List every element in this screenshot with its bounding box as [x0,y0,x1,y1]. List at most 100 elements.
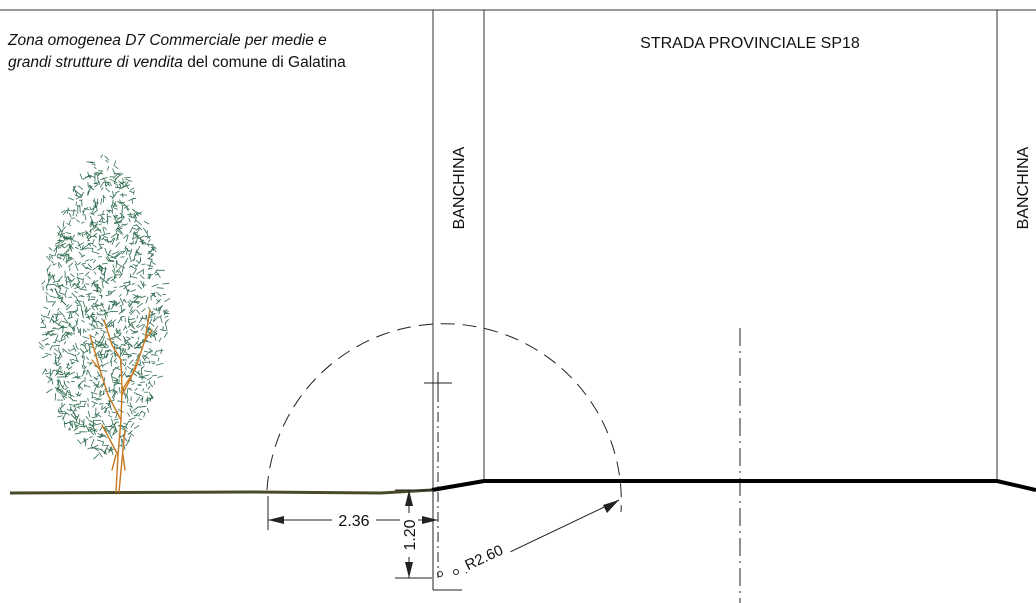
foliage-stroke [99,235,102,241]
foliage-stroke [58,347,60,353]
foliage-stroke [101,383,105,388]
foliage-stroke [82,369,85,374]
foliage-stroke [92,267,96,271]
foliage-stroke [104,240,111,243]
foliage-stroke [45,285,48,291]
foliage-stroke [163,310,169,315]
foliage-stroke [145,296,149,304]
foliage-stroke [68,237,73,240]
pivot-circle-2 [453,569,459,575]
foliage-stroke [58,292,66,296]
foliage-stroke [77,329,80,334]
foliage-stroke [113,429,118,433]
foliage-stroke [89,229,92,234]
foliage-stroke [151,374,157,377]
foliage-stroke [114,360,118,364]
foliage-stroke [132,406,139,412]
foliage-stroke [112,278,116,283]
foliage-stroke [110,237,115,244]
foliage-stroke [60,297,64,303]
foliage-stroke [98,451,103,458]
foliage-stroke [115,301,121,307]
foliage-stroke [126,366,134,371]
foliage-stroke [45,388,53,394]
foliage-stroke [121,343,126,347]
foliage-stroke [93,234,98,238]
foliage-stroke [96,226,102,234]
foliage-stroke [57,253,63,257]
foliage-stroke [65,243,70,248]
foliage-stroke [76,406,81,409]
foliage-stroke [83,207,90,211]
foliage-stroke [112,257,117,260]
foliage-stroke [57,229,61,237]
foliage-stroke [94,228,100,232]
foliage-stroke [82,350,84,358]
foliage-stroke [101,262,108,265]
foliage-stroke [56,282,61,290]
foliage-stroke [91,393,94,398]
foliage-stroke [83,402,86,406]
foliage-stroke [91,444,99,450]
foliage-stroke [115,190,120,194]
foliage-stroke [94,377,99,380]
foliage-stroke [97,246,103,251]
foliage-stroke [82,301,86,308]
foliage-stroke [109,289,116,294]
zone-description: Zona omogenea D7 Commerciale per medie e… [8,30,346,74]
foliage-stroke [121,210,123,219]
foliage-stroke [49,345,53,351]
dim-vertical-text-bg [400,513,418,557]
foliage-stroke [111,193,117,200]
foliage-stroke [74,301,79,305]
dim-horizontal-arrow-left [268,516,284,524]
foliage-stroke [41,333,50,336]
foliage-stroke [151,310,153,318]
foliage-stroke [74,311,80,317]
foliage-stroke [76,372,79,380]
foliage-stroke [45,352,52,356]
foliage-stroke [111,426,117,430]
foliage-stroke [82,262,86,265]
foliage-stroke [105,187,111,193]
foliage-stroke [58,379,62,387]
foliage-stroke [157,305,163,310]
foliage-stroke [64,370,67,379]
foliage-stroke [95,340,101,346]
foliage-stroke [77,242,84,247]
foliage-stroke [156,291,162,297]
foliage-stroke [115,327,120,335]
foliage-stroke [126,248,128,255]
foliage-stroke [92,259,97,264]
foliage-stroke [157,375,164,378]
foliage-stroke [113,182,118,186]
foliage-stroke [123,234,129,239]
foliage-stroke [104,247,108,254]
foliage-stroke [93,384,99,386]
foliage-stroke [129,328,136,334]
foliage-stroke [59,403,66,410]
foliage-stroke [54,334,59,342]
foliage-stroke [61,210,66,214]
foliage-stroke [103,227,107,231]
foliage-stroke [112,201,117,209]
foliage-stroke [82,359,85,367]
foliage-stroke [68,244,71,252]
foliage-stroke [132,293,140,299]
foliage-stroke [137,323,144,329]
foliage-stroke [110,233,117,239]
foliage-stroke [91,416,98,419]
foliage-stroke [60,391,66,397]
foliage-stroke [72,185,77,191]
foliage-stroke [79,425,87,427]
foliage-stroke [84,214,87,221]
foliage-stroke [72,377,78,379]
foliage-stroke [84,259,90,262]
foliage-stroke [118,181,127,185]
foliage-stroke [63,349,68,353]
foliage-stroke [67,276,70,281]
foliage-stroke [116,225,124,230]
foliage-stroke [109,446,113,451]
dim-horizontal-value: 2.36 [338,513,369,530]
foliage-stroke [115,329,120,334]
